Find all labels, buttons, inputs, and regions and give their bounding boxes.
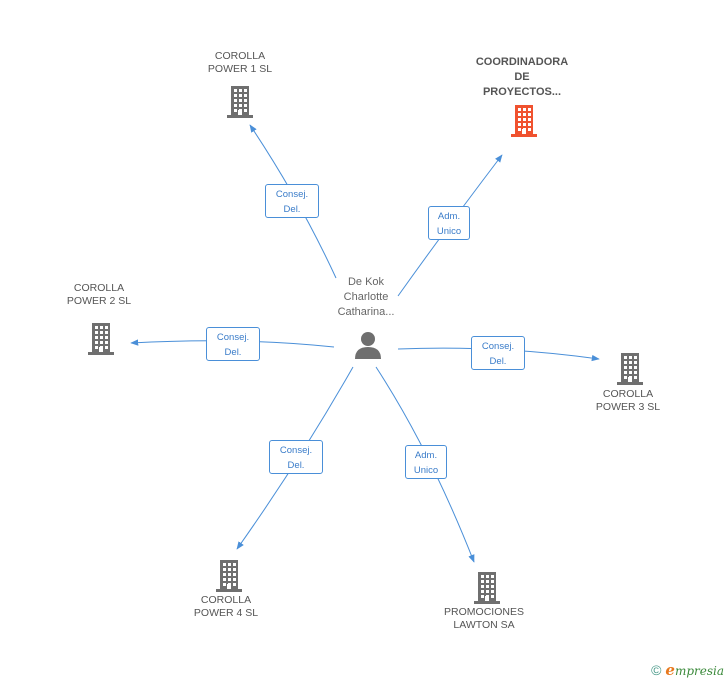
empresia-logo[interactable]: empresia xyxy=(665,661,724,679)
building-icon[interactable] xyxy=(474,572,500,604)
edge-role-label[interactable]: Consej. Del. xyxy=(471,336,525,370)
edge-role-label[interactable]: Consej. Del. xyxy=(269,440,323,474)
edge-role-label[interactable]: Adm. Unico xyxy=(428,206,470,240)
company-name-label[interactable]: COROLLA POWER 3 SL xyxy=(595,388,661,413)
edge-role-label[interactable]: Consej. Del. xyxy=(265,184,319,218)
building-icon[interactable] xyxy=(216,560,242,592)
copyright-symbol: © xyxy=(651,662,662,678)
building-icon[interactable] xyxy=(227,86,253,118)
building-icon[interactable] xyxy=(88,323,114,355)
company-name-label[interactable]: PROMOCIONES LAWTON SA xyxy=(444,606,524,631)
company-name-label[interactable]: COORDINADORA DE PROYECTOS... xyxy=(475,56,569,98)
building-icon[interactable] xyxy=(617,353,643,385)
company-name-label[interactable]: COROLLA POWER 4 SL xyxy=(193,594,259,619)
building-icon[interactable] xyxy=(511,105,537,137)
footer-brand: © empresia xyxy=(651,661,724,679)
person-name-label[interactable]: De Kok Charlotte Catharina... xyxy=(337,276,395,318)
company-name-label[interactable]: COROLLA POWER 1 SL xyxy=(207,50,273,75)
company-name-label[interactable]: COROLLA POWER 2 SL xyxy=(66,282,132,307)
edge-role-label[interactable]: Adm. Unico xyxy=(405,445,447,479)
person-icon[interactable] xyxy=(355,332,381,359)
edge-role-label[interactable]: Consej. Del. xyxy=(206,327,260,361)
